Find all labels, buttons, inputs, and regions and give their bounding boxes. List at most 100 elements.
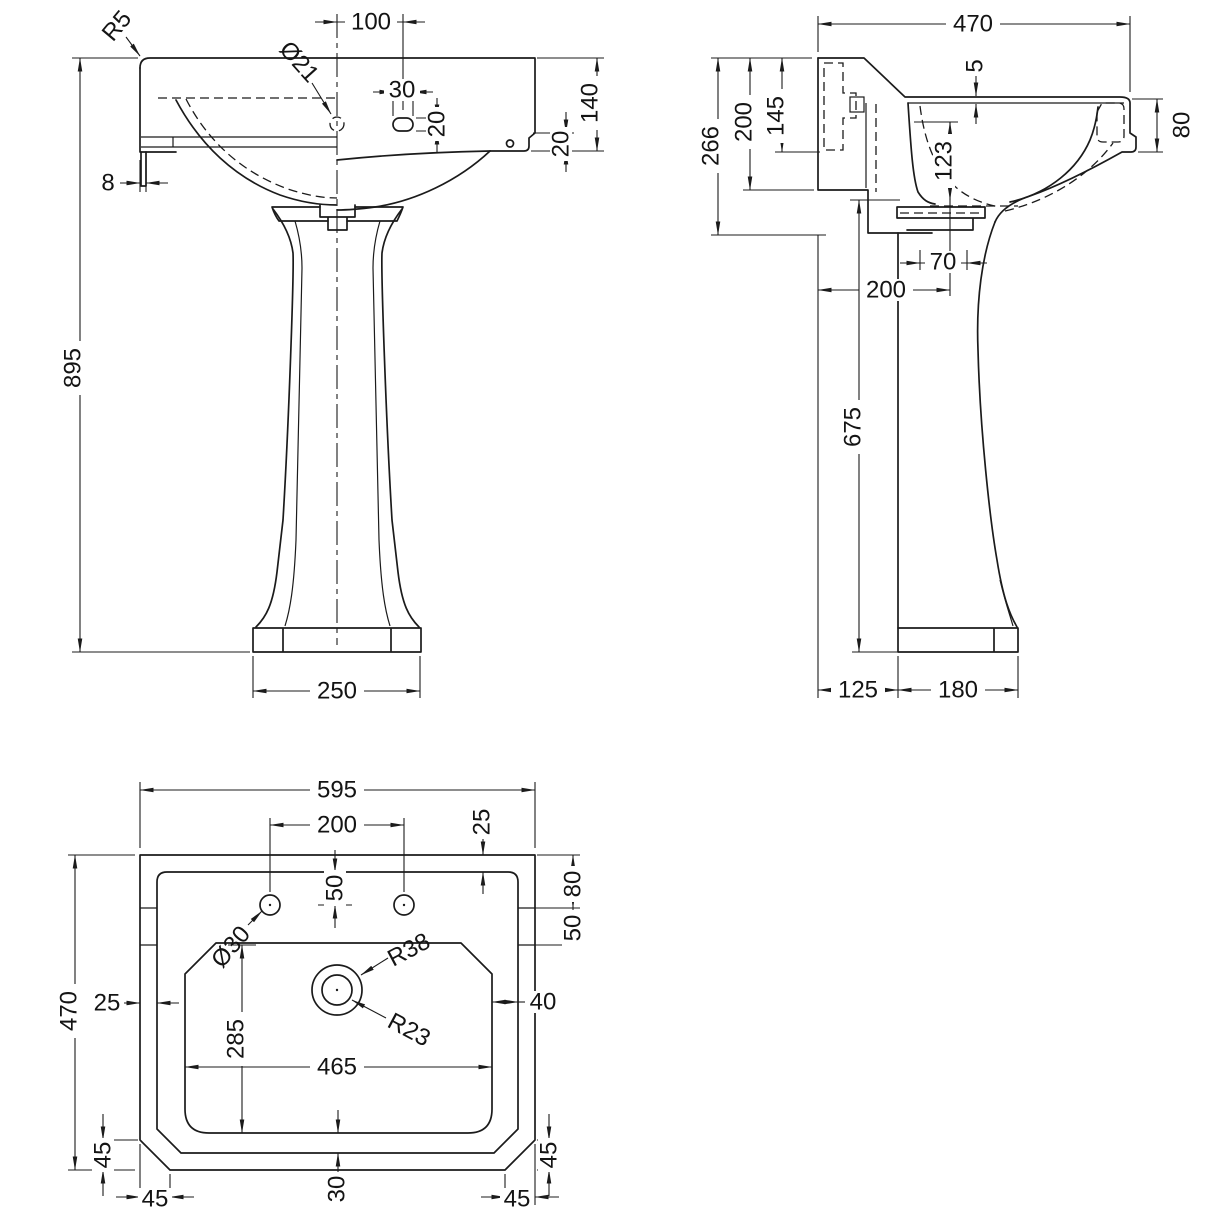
dim-label-285: 285: [223, 1019, 250, 1059]
dim-plan-45-left-horizontal: 45: [116, 1144, 194, 1213]
dim-label-50-holes: 50: [322, 875, 349, 902]
dim-label-45-left-v: 45: [90, 1142, 117, 1169]
plan-dimensions: 595 200 25 80: [56, 777, 587, 1213]
dim-label-25-left: 25: [94, 990, 121, 1017]
dim-label-145: 145: [763, 96, 790, 136]
front-pedestal-top: [271, 206, 404, 222]
front-rim-line-1: [141, 136, 337, 147]
front-pedestal-outer-left: [255, 208, 294, 628]
side-bowl-hidden-outer: [1004, 142, 1114, 212]
dim-label-20-recess: 20: [424, 111, 451, 138]
dim-label-125: 125: [838, 677, 878, 704]
drain-outer-circle: [311, 964, 363, 1016]
overflow-channel-hidden: [1096, 102, 1125, 143]
overflow-hole: [505, 139, 515, 148]
dim-plan-30-bottom: 30: [324, 1110, 351, 1206]
dim-label-100: 100: [351, 9, 391, 36]
dim-plan-45-left-vertical: 45: [90, 1114, 138, 1196]
dim-plan-25-left: 25: [90, 990, 179, 1017]
side-waste-trap: [896, 206, 986, 231]
dim-side-drain-height-675: 675: [840, 199, 900, 653]
plan-bowl-outline: [184, 942, 493, 1134]
dim-plan-50-holes: 50: [318, 850, 352, 928]
front-pedestal-inner-right: [372, 220, 391, 627]
dim-side-rim-lip-5: 5: [962, 56, 989, 124]
dim-label-30-bottom: 30: [324, 1176, 351, 1203]
front-bowl-section-curve: [175, 99, 338, 206]
dim-plan-bowl-width-465: 465: [184, 1054, 493, 1081]
plan-outer-outline: [139, 854, 536, 1171]
dim-plan-45-right-vertical: 45: [536, 1114, 563, 1196]
front-bowl-silhouette: [336, 150, 491, 211]
dim-side-266: 266: [698, 57, 826, 236]
dim-plan-40-right: 40: [491, 989, 561, 1016]
tap-hole-left-center: [268, 903, 272, 907]
front-pedestal-inner-left: [284, 220, 303, 627]
side-pedestal-base: [897, 627, 1019, 653]
dim-side-145: 145: [763, 57, 820, 153]
front-basin-outline: [139, 57, 536, 152]
dim-label-895: 895: [60, 348, 87, 388]
dim-label-80-side: 80: [1169, 112, 1196, 139]
dim-label-250: 250: [317, 678, 357, 705]
dim-label-30: 30: [389, 77, 416, 104]
tap-hole-left: [259, 894, 281, 916]
dim-plan-overall-width: 595: [139, 777, 536, 848]
side-pedestal-seam: [999, 579, 1014, 627]
dim-side-125: 125: [817, 656, 899, 704]
wall-bracket-hidden: [823, 62, 857, 151]
front-view: 895 250 100: [60, 6, 604, 705]
front-bowl-underside: [336, 150, 491, 161]
dim-label-25-right: 25: [469, 809, 496, 836]
side-back-wall: [817, 57, 933, 234]
dim-label-50-right: 50: [560, 915, 587, 942]
dim-plan-overall-depth-470: 470: [56, 854, 135, 1171]
dim-label-8: 8: [101, 170, 114, 197]
soap-recess-slot: [392, 117, 414, 132]
dim-plan-50-right: 50: [521, 907, 587, 946]
dim-side-180: 180: [897, 656, 1019, 704]
dim-label-45-left-h: 45: [142, 1186, 169, 1213]
dim-label-5: 5: [962, 59, 989, 72]
side-basin-geometry: [817, 57, 1137, 653]
dim-label-123: 123: [931, 141, 958, 181]
dim-side-back-200: 200: [731, 57, 814, 191]
dim-side-drain-70: 70: [900, 249, 987, 276]
dim-side-drain-200: 200: [817, 235, 951, 698]
dim-label-45-right-v: 45: [536, 1142, 563, 1169]
dim-front-base-width: 250: [252, 656, 421, 705]
side-view: 470 266 200 145: [698, 11, 1196, 704]
dim-label-r23: R23: [383, 1008, 435, 1053]
fixing-boss: [849, 96, 865, 113]
front-left-lip: [140, 151, 147, 187]
label-drain-r23: R23: [351, 999, 435, 1053]
drain-center: [335, 988, 339, 992]
dim-side-front-rim-80: 80: [1132, 98, 1196, 153]
dim-label-dia30: Ø30: [206, 921, 256, 973]
dim-label-200-back: 200: [731, 102, 758, 142]
plan-inner-outline: [156, 871, 519, 1154]
dim-side-bowl-depth-123: 123: [914, 121, 958, 296]
side-dimensions: 470 266 200 145: [698, 11, 1196, 704]
front-basin-left-edge: [139, 67, 177, 153]
dim-plan-bowl-depth-285: 285: [223, 944, 256, 1134]
label-corner-radius: R5: [97, 6, 141, 57]
dim-label-140: 140: [577, 83, 604, 123]
dim-plan-80-right: 80: [521, 854, 587, 909]
dim-label-200-drain: 200: [866, 277, 906, 304]
dim-label-70: 70: [930, 249, 957, 276]
front-bowl-hidden-curve: [185, 98, 338, 199]
dim-front-rim-height: 140: [531, 57, 604, 152]
dim-label-465: 465: [317, 1054, 357, 1081]
dim-front-rim-step: 20: [533, 112, 575, 172]
dim-front-taphole-offset: 100: [315, 9, 425, 110]
dim-plan-rim-25-right: 25: [469, 805, 496, 894]
dim-label-40: 40: [530, 989, 557, 1016]
plan-side-ledge-lines: [140, 907, 535, 946]
dim-label-470: 470: [953, 11, 993, 38]
dim-label-200-plan: 200: [317, 812, 357, 839]
dim-label-266: 266: [698, 126, 725, 166]
front-dimensions: 895 250 100: [60, 6, 604, 705]
tap-hole-right-center: [402, 903, 406, 907]
